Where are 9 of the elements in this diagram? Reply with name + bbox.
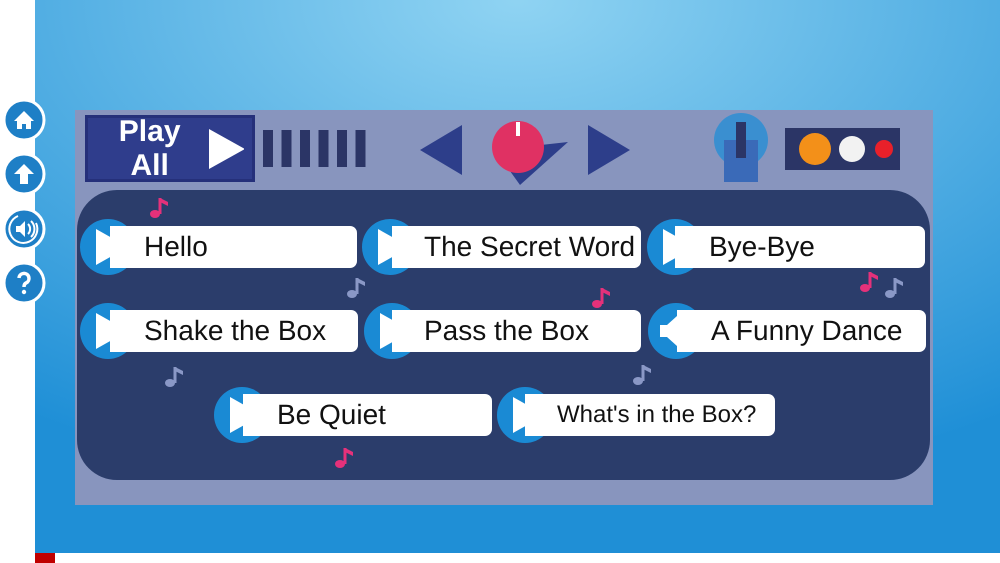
song-title: Be Quiet <box>277 399 386 431</box>
song-title: A Funny Dance <box>711 315 902 347</box>
song-title: Shake the Box <box>144 315 326 347</box>
song-title: Pass the Box <box>424 315 589 347</box>
song-title: The Secret Word <box>424 231 636 263</box>
play-all-button: Play All <box>85 115 255 182</box>
song-title: Hello <box>144 231 208 263</box>
song-title: What's in the Box? <box>557 401 756 429</box>
song-title: Bye-Bye <box>709 231 815 263</box>
